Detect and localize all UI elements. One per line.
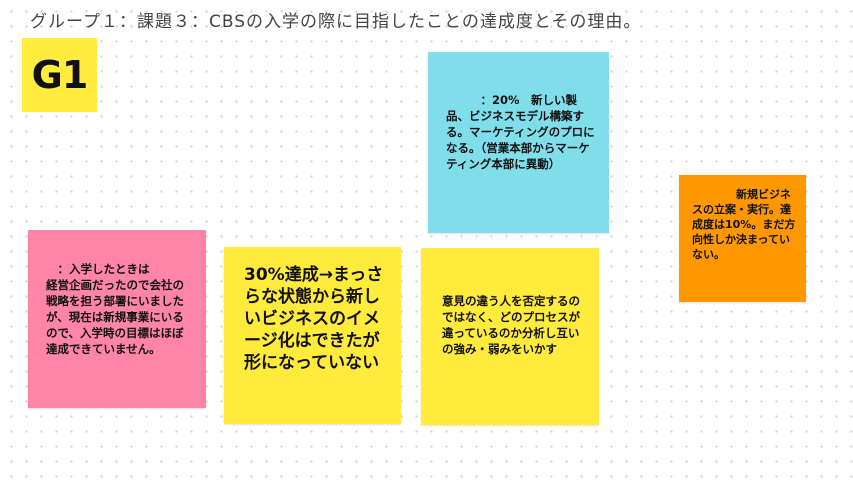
sticky-note-orange[interactable]: 新規ビジネスの立案・実行。達成度は10%。まだ方向性しか決まっていない。 — [679, 175, 806, 302]
sticky-note-yellow-achievement[interactable]: 30%達成→まっさらな状態から新しいビジネスのイメージ化はできたが形になっていな… — [224, 247, 401, 424]
sticky-note-text: ：入学したときは 経営企画だったので会社の戦略を担う部署にいましたが、現在は新規… — [46, 262, 184, 356]
sticky-note-cyan[interactable]: ：20% 新しい製品、ビジネスモデル構築する。マーケティングのプロになる。（営業… — [428, 52, 609, 233]
sticky-note-text: 新規ビジネスの立案・実行。達成度は10%。まだ方向性しか決まっていない。 — [692, 188, 796, 261]
sticky-note-yellow-process[interactable]: 意見の違う人を否定するのではなく、どのプロセスが違っているのか分析し互いの強み・… — [421, 248, 599, 425]
sticky-note-pink[interactable]: ：入学したときは 経営企画だったので会社の戦略を担う部署にいましたが、現在は新規… — [28, 230, 206, 408]
group-frame-tag[interactable]: G1 — [22, 38, 97, 112]
sticky-note-text: 意見の違う人を否定するのではなく、どのプロセスが違っているのか分析し互いの強み・… — [442, 294, 580, 356]
sticky-note-text: ：20% 新しい製品、ビジネスモデル構築する。マーケティングのプロになる。（営業… — [446, 93, 595, 171]
board-title: グループ１：課題３：CBSの入学の際に目指したことの達成度とその理由。 — [30, 12, 642, 32]
sticky-note-text: 30%達成→まっさらな状態から新しいビジネスのイメージ化はできたが形になっていな… — [244, 265, 384, 373]
